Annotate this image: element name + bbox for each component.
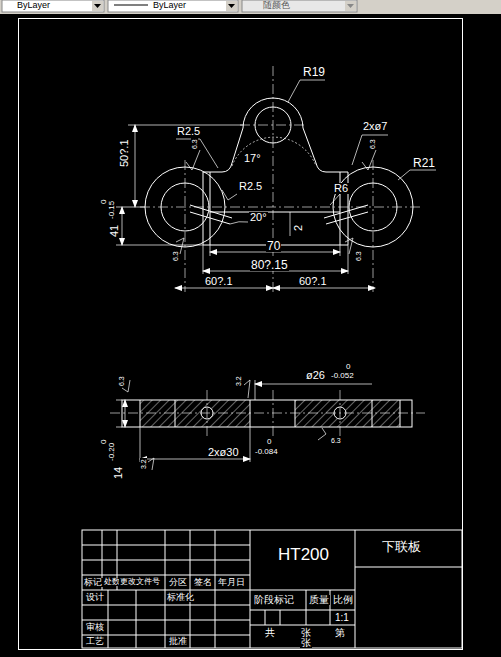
- title-block-cell: 工艺: [85, 637, 105, 646]
- toolbar-text: ByLayer: [152, 1, 187, 10]
- roughness-value: 6.3: [172, 250, 179, 262]
- dimension-text: 41: [109, 224, 120, 238]
- tolerance-text: -0.20: [108, 442, 116, 462]
- dimension-text: 50?.1: [119, 138, 130, 168]
- radius-dimension: R19: [302, 66, 326, 78]
- title-block-cell: 年月日: [217, 578, 246, 587]
- title-block-cell: 阶段标记: [253, 595, 295, 605]
- title-block-cell: 审核: [85, 623, 105, 632]
- angle-dimension: 17°: [243, 153, 262, 164]
- dimension-text: 80?.15: [250, 259, 289, 271]
- title-block-cell: 质量: [308, 595, 330, 605]
- angle-dimension: 20°: [249, 212, 268, 223]
- tolerance-text: -0.052: [330, 372, 355, 380]
- roughness-value: 6.3: [330, 437, 342, 444]
- roughness-value: 3.2: [140, 458, 147, 470]
- tolerance-text: -0.084: [254, 448, 279, 456]
- title-block-cell: 第: [334, 628, 346, 638]
- title-block-cell: 比例: [332, 595, 354, 605]
- roughness-value: 6.3: [191, 138, 198, 150]
- dimension-text: 14: [113, 466, 124, 480]
- title-block-cell: 批准: [168, 637, 188, 646]
- title-block-cell: 标记: [83, 578, 103, 587]
- radius-dimension: R2.5: [238, 181, 263, 192]
- radius-dimension: R21: [412, 157, 436, 169]
- title-block-cell: 张: [300, 638, 312, 648]
- tolerance-text: -0.15: [108, 200, 116, 220]
- tolerance-text: 0: [100, 439, 108, 445]
- radius-dimension: R6: [333, 183, 349, 194]
- toolbar-text: 随颜色: [262, 1, 291, 10]
- title-block-cell: 签名: [193, 578, 213, 587]
- roughness-value: 6.3: [355, 250, 362, 262]
- dimension-text: 60?.1: [298, 276, 328, 287]
- title-block-cell: 张: [300, 628, 312, 638]
- dimension-text: 60?.1: [204, 276, 234, 287]
- roughness-value: 6.3: [369, 138, 376, 150]
- title-block-cell: 设计: [85, 593, 105, 602]
- title-block-cell: 共: [264, 628, 276, 638]
- toolbar-text: ByLayer: [16, 1, 51, 10]
- title-block-cell: 分区: [168, 578, 188, 587]
- diameter-dimension: 2xø30: [207, 447, 240, 458]
- tolerance-text: 0: [345, 363, 351, 371]
- dimension-text: 2: [293, 224, 304, 232]
- diameter-dimension: ø26: [305, 370, 326, 381]
- hole-dimension: 2xø7: [362, 121, 388, 132]
- title-block-cell: 1:1: [334, 613, 350, 623]
- radius-dimension: R2.5: [176, 126, 201, 137]
- tolerance-text: 0: [266, 438, 272, 446]
- title-block-cell: 更改文件号: [119, 578, 161, 586]
- roughness-value: 3.2: [235, 375, 242, 387]
- title-block-cell: 标准化: [166, 593, 195, 602]
- dimension-text: 70: [266, 240, 281, 252]
- part-name: 下联板: [381, 540, 422, 553]
- tolerance-text: 0: [100, 199, 108, 205]
- material-text: HT200: [277, 546, 330, 563]
- roughness-value: 6.3: [118, 375, 125, 387]
